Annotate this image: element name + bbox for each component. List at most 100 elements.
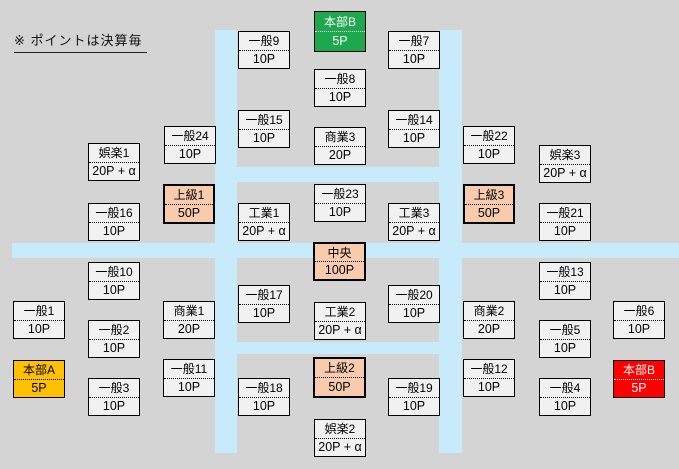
tile-ippan9: 一般9 10P: [238, 31, 290, 69]
tile-name: 一般7: [389, 32, 439, 51]
tile-ippan22: 一般22 10P: [463, 126, 515, 164]
tile-name: 娯楽3: [540, 146, 590, 165]
tile-name: 一般4: [540, 379, 590, 398]
tile-points: 10P: [27, 322, 51, 336]
tile-ippan18: 一般18 10P: [238, 378, 290, 416]
tile-name: 一般18: [239, 379, 289, 398]
tile-name: 一般8: [315, 70, 365, 89]
tile-points: 10P: [102, 341, 126, 355]
tile-ippan11: 一般11 10P: [163, 359, 215, 397]
tile-hq-a: 本部A 5P: [13, 360, 65, 398]
tile-points: 10P: [477, 380, 501, 394]
tile-points: 20P + α: [392, 224, 436, 238]
tile-name: 工業3: [389, 204, 439, 223]
tile-name: 一般23: [315, 185, 365, 204]
tile-ippan10: 一般10 10P: [88, 262, 140, 300]
tile-points: 50P: [177, 206, 201, 220]
tile-points: 100P: [324, 263, 355, 278]
tile-name: 一般15: [239, 111, 289, 130]
tile-ippan21: 一般21 10P: [539, 203, 591, 241]
tile-name: 一般24: [165, 127, 215, 146]
tile-points: 10P: [553, 399, 577, 413]
tile-goraku1: 娯楽1 20P + α: [88, 143, 140, 181]
tile-name: 一般21: [540, 204, 590, 223]
tile-name: 娯楽1: [89, 144, 139, 163]
tile-ippan14: 一般14 10P: [388, 110, 440, 148]
tile-name: 中央: [315, 244, 364, 262]
tile-name: 一般22: [464, 127, 514, 146]
tile-name: 娯楽2: [315, 420, 365, 439]
tile-points: 20P: [328, 148, 352, 162]
tile-points: 10P: [328, 90, 352, 104]
tile-points: 10P: [252, 306, 276, 320]
tile-name: 一般11: [164, 360, 214, 379]
tile-points: 10P: [102, 399, 126, 413]
tile-name: 本部A: [14, 361, 64, 380]
tile-points: 5P: [31, 381, 47, 395]
tile-name: 一般14: [389, 111, 439, 130]
tile-name: 一般5: [540, 321, 590, 340]
tile-kogyo2: 工業2 20P + α: [314, 302, 366, 340]
tile-goraku2: 娯楽2 20P + α: [314, 419, 366, 457]
tile-points: 5P: [332, 34, 348, 49]
tile-ippan8: 一般8 10P: [314, 69, 366, 107]
tile-points: 10P: [402, 399, 426, 413]
tile-points: 10P: [553, 224, 577, 238]
tile-name: 一般1: [14, 302, 64, 321]
tile-ippan23: 一般23 10P: [314, 184, 366, 222]
tile-ippan2: 一般2 10P: [88, 320, 140, 358]
tile-points: 20P + α: [318, 323, 362, 337]
tile-ippan4: 一般4 10P: [539, 378, 591, 416]
tile-points: 5P: [631, 381, 647, 395]
road-vertical-east: [439, 30, 462, 453]
road-horizontal-upper: [215, 167, 462, 182]
tile-ippan19: 一般19 10P: [388, 378, 440, 416]
road-horizontal-lower: [215, 342, 462, 354]
tile-name: 一般19: [389, 379, 439, 398]
tile-jokyu3: 上級3 50P: [463, 184, 515, 224]
tile-points: 10P: [402, 306, 426, 320]
tile-points: 20P + α: [318, 440, 362, 454]
tile-name: 上級1: [165, 186, 213, 205]
tile-points: 10P: [553, 341, 577, 355]
tile-ippan3: 一般3 10P: [88, 378, 140, 416]
tile-kogyo3: 工業3 20P + α: [388, 203, 440, 241]
tile-points: 10P: [553, 283, 577, 297]
tile-ippan15: 一般15 10P: [238, 110, 290, 148]
tile-points: 10P: [252, 52, 276, 66]
tile-points: 20P + α: [242, 224, 286, 238]
tile-name: 商業2: [464, 302, 514, 321]
tile-name: 商業1: [164, 302, 214, 321]
tile-ippan12: 一般12 10P: [463, 359, 515, 397]
tile-points: 20P: [477, 322, 501, 336]
tile-hq-b-north: 本部B 5P: [314, 11, 366, 52]
tile-points: 10P: [102, 224, 126, 238]
tile-jokyu1: 上級1 50P: [163, 184, 215, 224]
tile-points: 10P: [402, 131, 426, 145]
tile-name: 上級3: [465, 186, 513, 205]
tile-ippan13: 一般13 10P: [539, 262, 591, 300]
tile-points: 20P + α: [543, 166, 587, 180]
tile-name: 一般12: [464, 360, 514, 379]
tile-name: 一般16: [89, 204, 139, 223]
tile-points: 20P: [177, 322, 201, 336]
tile-points: 10P: [328, 205, 352, 219]
tile-points: 50P: [328, 379, 351, 394]
tile-name: 工業2: [315, 303, 365, 322]
tile-name: 一般20: [389, 286, 439, 305]
tile-name: 本部B: [315, 12, 365, 32]
tile-ippan16: 一般16 10P: [88, 203, 140, 241]
tile-goraku3: 娯楽3 20P + α: [539, 145, 591, 183]
tile-hq-b-south: 本部B 5P: [613, 360, 665, 398]
tile-name: 本部B: [614, 361, 664, 380]
tile-name: 一般17: [239, 286, 289, 305]
tile-ippan20: 一般20 10P: [388, 285, 440, 323]
tile-ippan7: 一般7 10P: [388, 31, 440, 69]
tile-ippan24: 一般24 10P: [164, 126, 216, 164]
tile-name: 一般13: [540, 263, 590, 282]
tile-points: 10P: [102, 283, 126, 297]
tile-jokyu2: 上級2 50P: [313, 357, 366, 398]
tile-points: 50P: [477, 206, 501, 220]
tile-shogyo3: 商業3 20P: [314, 127, 366, 165]
